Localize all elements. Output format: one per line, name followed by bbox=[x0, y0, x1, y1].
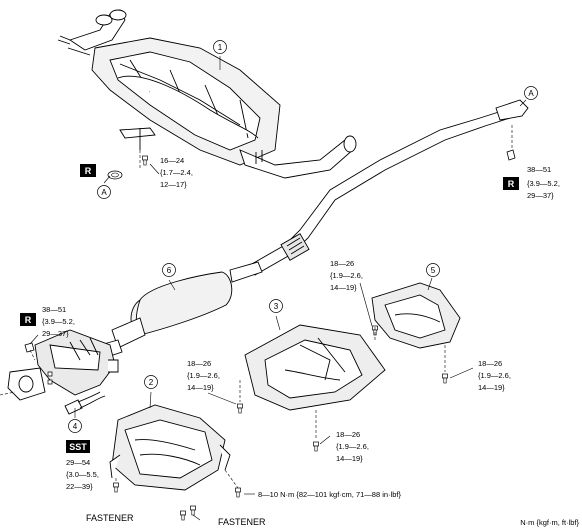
svg-text:{1.9—2.6,: {1.9—2.6, bbox=[478, 371, 511, 380]
torque-spec-8: 8—10 N·m {82—101 kgf·cm, 71—88 in·lbf} bbox=[258, 490, 401, 499]
svg-text:5: 5 bbox=[431, 266, 436, 275]
reference-a-lower: A bbox=[97, 185, 111, 199]
svg-text:{3.9—5.2,: {3.9—5.2, bbox=[42, 317, 75, 326]
callout-4: 4 bbox=[68, 419, 82, 433]
under-cover-part-5 bbox=[371, 282, 461, 349]
svg-text:18—26: 18—26 bbox=[330, 259, 354, 268]
svg-text:R: R bbox=[85, 166, 92, 176]
reference-a-upper: A bbox=[524, 86, 538, 100]
svg-text:{1.9—2.6,: {1.9—2.6, bbox=[330, 271, 363, 280]
torque-spec-3: 38—51 {3.9—5.2, 29—37} bbox=[42, 305, 75, 338]
svg-text:6: 6 bbox=[167, 266, 172, 275]
torque-spec-2: 38—51 {3.9—5.2, 29—37} bbox=[527, 165, 560, 200]
fastener-label-1: FASTENER bbox=[86, 513, 134, 523]
svg-text:R: R bbox=[25, 315, 32, 325]
svg-text:29—54: 29—54 bbox=[66, 458, 90, 467]
svg-text:22—39}: 22—39} bbox=[66, 482, 93, 491]
torque-spec-1: 16—24 {1.7—2.4, 12—17} bbox=[160, 156, 193, 189]
svg-text:{3.0—5.5,: {3.0—5.5, bbox=[66, 470, 99, 479]
svg-text:R: R bbox=[508, 179, 515, 189]
callout-5: 5 bbox=[426, 263, 440, 277]
oxygen-sensor-part bbox=[64, 391, 106, 415]
svg-text:18—26: 18—26 bbox=[187, 359, 211, 368]
replace-badge-2: R bbox=[503, 177, 519, 190]
svg-text:2: 2 bbox=[149, 378, 154, 387]
svg-text:{1.9—2.6,: {1.9—2.6, bbox=[187, 371, 220, 380]
svg-text:16—24: 16—24 bbox=[160, 156, 184, 165]
torque-spec-5: 18—26 {1.9—2.6, 14—19} bbox=[478, 359, 511, 392]
sst-badge: SST bbox=[66, 440, 90, 453]
main-silencer-part bbox=[57, 9, 357, 179]
torque-spec-sst: 29—54 {3.0—5.5, 22—39} bbox=[66, 458, 99, 491]
svg-text:38—51: 38—51 bbox=[527, 165, 551, 174]
callout-6: 6 bbox=[162, 263, 176, 277]
svg-text:A: A bbox=[528, 89, 534, 98]
torque-spec-4: 18—26 {1.9—2.6, 14—19} bbox=[330, 259, 363, 292]
svg-text:A: A bbox=[101, 188, 107, 197]
svg-text:SST: SST bbox=[69, 442, 87, 452]
svg-text:29—37}: 29—37} bbox=[42, 329, 69, 338]
replace-badge-1: R bbox=[80, 164, 96, 177]
units-note: N·m {kgf·m, ft·lbf} bbox=[520, 518, 579, 527]
fasteners bbox=[24, 149, 516, 521]
under-cover-part-2 bbox=[109, 404, 231, 491]
callout-1: 1 bbox=[213, 40, 227, 54]
torque-spec-6: 18—26 {1.9—2.6, 14—19} bbox=[187, 359, 220, 392]
svg-text:18—26: 18—26 bbox=[336, 430, 360, 439]
svg-text:3: 3 bbox=[274, 302, 279, 311]
svg-text:1: 1 bbox=[218, 43, 223, 52]
svg-text:38—51: 38—51 bbox=[42, 305, 66, 314]
under-cover-part-3 bbox=[244, 324, 386, 411]
svg-text:{3.9—5.2,: {3.9—5.2, bbox=[527, 179, 560, 188]
svg-text:4: 4 bbox=[73, 422, 78, 431]
svg-text:14—19}: 14—19} bbox=[330, 283, 357, 292]
callout-2: 2 bbox=[144, 375, 158, 389]
svg-text:18—26: 18—26 bbox=[478, 359, 502, 368]
svg-text:12—17}: 12—17} bbox=[160, 180, 187, 189]
replace-badge-3: R bbox=[20, 313, 36, 326]
front-pipe-catalyst-part bbox=[99, 99, 529, 359]
callout-3: 3 bbox=[269, 299, 283, 313]
fastener-label-2: FASTENER bbox=[218, 517, 266, 527]
torque-spec-7: 18—26 {1.9—2.6, 14—19} bbox=[336, 430, 369, 463]
svg-text:{1.9—2.6,: {1.9—2.6, bbox=[336, 442, 369, 451]
svg-text:29—37}: 29—37} bbox=[527, 191, 554, 200]
svg-text:14—19}: 14—19} bbox=[478, 383, 505, 392]
svg-text:8—10 N·m {82—101 kgf·cm, 71—88: 8—10 N·m {82—101 kgf·cm, 71—88 in·lbf} bbox=[258, 490, 401, 499]
leader-lines bbox=[0, 56, 527, 521]
exhaust-manifold-catalyst-part bbox=[7, 329, 119, 401]
svg-text:{1.7—2.4,: {1.7—2.4, bbox=[160, 168, 193, 177]
svg-text:14—19}: 14—19} bbox=[336, 454, 363, 463]
svg-text:14—19}: 14—19} bbox=[187, 383, 214, 392]
